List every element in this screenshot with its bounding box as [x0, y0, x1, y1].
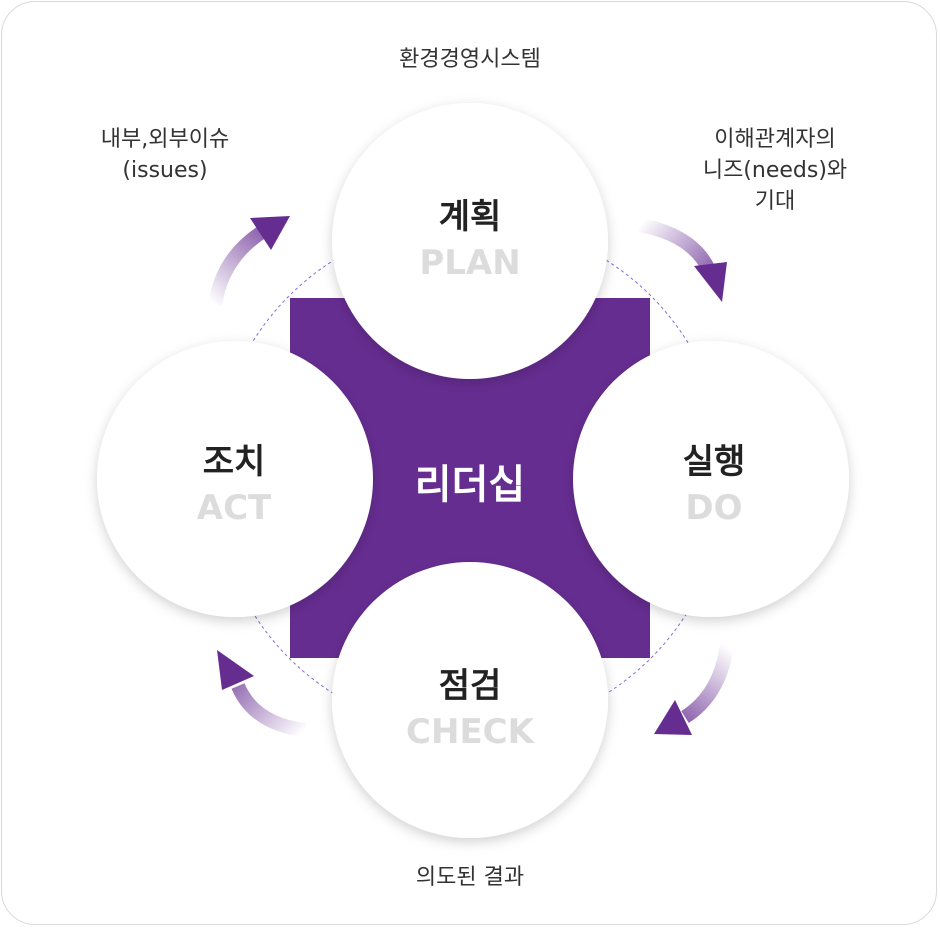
do-text: 실행 DO	[594, 440, 834, 530]
top-left-annotation: 내부,외부이슈 (issues)	[70, 124, 260, 186]
act-label: 조치	[202, 442, 266, 482]
top-left-line-2: (issues)	[122, 158, 208, 183]
arrow-check-to-act-icon	[217, 650, 306, 737]
plan-eng-label: PLAN	[419, 243, 521, 283]
check-circle	[332, 562, 608, 838]
arrow-act-to-plan-icon	[208, 216, 290, 307]
check-text: 점검 CHECK	[350, 664, 590, 754]
act-circle	[97, 341, 373, 617]
top-right-line-1: 이해관계자의	[714, 127, 836, 152]
plan-text: 계획 PLAN	[350, 195, 590, 285]
arrow-plan-to-do-icon	[638, 218, 727, 302]
check-eng-label: CHECK	[406, 712, 534, 752]
arrow-do-to-check-icon	[654, 643, 734, 735]
do-eng-label: DO	[685, 488, 743, 528]
center-label: 리더십	[414, 462, 526, 508]
top-right-line-2: 니즈(needs)와	[702, 158, 848, 183]
plan-label: 계획	[438, 197, 502, 237]
act-eng-label: ACT	[196, 488, 272, 528]
top-annotation: 환경경영시스템	[399, 47, 541, 72]
check-label: 점검	[438, 666, 502, 706]
do-label: 실행	[682, 442, 746, 482]
top-right-line-3: 기대	[754, 189, 796, 214]
top-right-annotation: 이해관계자의 니즈(needs)와 기대	[680, 124, 870, 217]
top-left-line-1: 내부,외부이슈	[100, 127, 230, 152]
plan-circle	[332, 103, 608, 379]
do-circle	[573, 341, 849, 617]
bottom-annotation: 의도된 결과	[415, 865, 525, 890]
act-text: 조치 ACT	[114, 440, 354, 530]
